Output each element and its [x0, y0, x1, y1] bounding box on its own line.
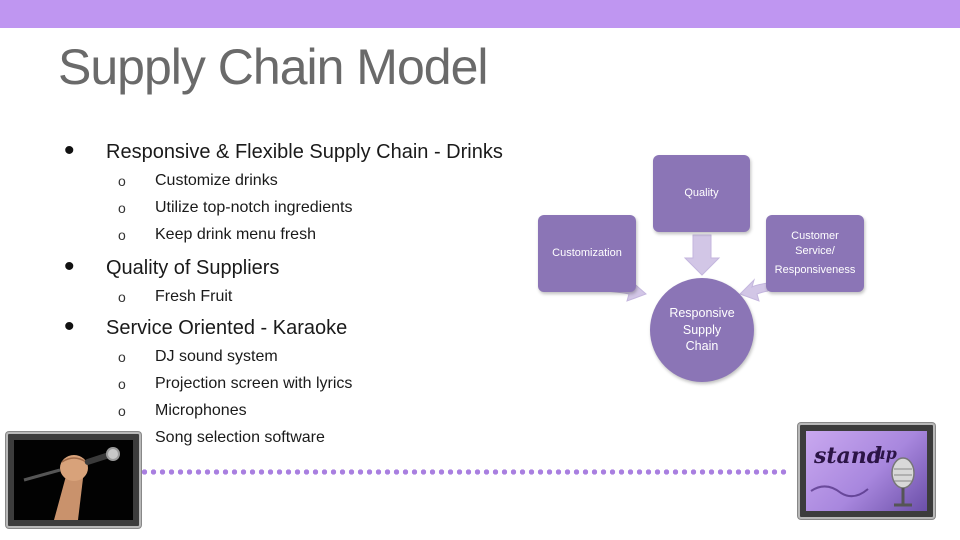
microphone-icon: [14, 440, 133, 520]
top-accent-bar: [0, 0, 960, 28]
sub-bullet-marker: o: [118, 227, 126, 243]
sub-bullet-item: Microphones: [155, 402, 247, 419]
arrow-quality: [683, 234, 721, 276]
sub-bullet-item: Keep drink menu fresh: [155, 226, 316, 243]
left-image-frame: [6, 432, 141, 528]
node-quality-label: Quality: [684, 187, 719, 200]
svg-text:stand: stand: [813, 443, 882, 469]
sub-bullet-item: Utilize top-notch ingredients: [155, 199, 353, 216]
standup-logo-icon: stand up: [810, 443, 915, 507]
bullet-dot: •: [64, 134, 75, 167]
sub-bullet-item: Customize drinks: [155, 172, 278, 189]
node-customer-service-label: Customer: [791, 230, 839, 243]
sub-bullet-marker: o: [118, 173, 126, 189]
slide-title: Supply Chain Model: [58, 39, 488, 95]
node-customization: Customization: [538, 215, 636, 292]
arrow-customer-service: [739, 278, 769, 302]
sub-bullet-item: Projection screen with lyrics: [155, 375, 353, 392]
bullet-item: Service Oriented - Karaoke: [106, 317, 348, 339]
sub-bullet-marker: o: [118, 200, 126, 216]
bullet-item: Responsive & Flexible Supply Chain - Dri…: [106, 141, 503, 163]
standup-logo-microphone: stand up: [806, 431, 927, 511]
node-customization-label: Customization: [552, 247, 622, 260]
sub-bullet-item: Fresh Fruit: [155, 288, 233, 305]
node-quality: Quality: [653, 155, 750, 232]
node-customer-service-label: Service/: [795, 245, 835, 258]
sub-bullet-item: DJ sound system: [155, 348, 278, 365]
bullet-dot: •: [64, 250, 75, 283]
dotted-line: [140, 469, 788, 475]
node-customer-service: Customer Service/ Responsiveness: [766, 215, 864, 292]
svg-text:up: up: [874, 444, 897, 463]
node-customer-service-label: Responsiveness: [774, 263, 856, 276]
node-responsive-supply-chain: Responsive Supply Chain: [650, 278, 754, 382]
sub-bullet-marker: o: [118, 376, 126, 392]
supply-chain-diagram: Customization Quality Customer Service/ …: [500, 145, 880, 395]
sub-bullet-marker: o: [118, 349, 126, 365]
bullet-item: Quality of Suppliers: [106, 257, 280, 279]
bullet-dot: •: [64, 310, 75, 343]
sub-bullet-item: Song selection software: [155, 429, 325, 446]
sub-bullet-marker: o: [118, 289, 126, 305]
sub-bullet-marker: o: [118, 403, 126, 419]
right-image-frame: stand up: [798, 423, 935, 519]
microphone-fist-photo: [14, 440, 133, 520]
center-label: Responsive Supply Chain: [669, 305, 735, 354]
